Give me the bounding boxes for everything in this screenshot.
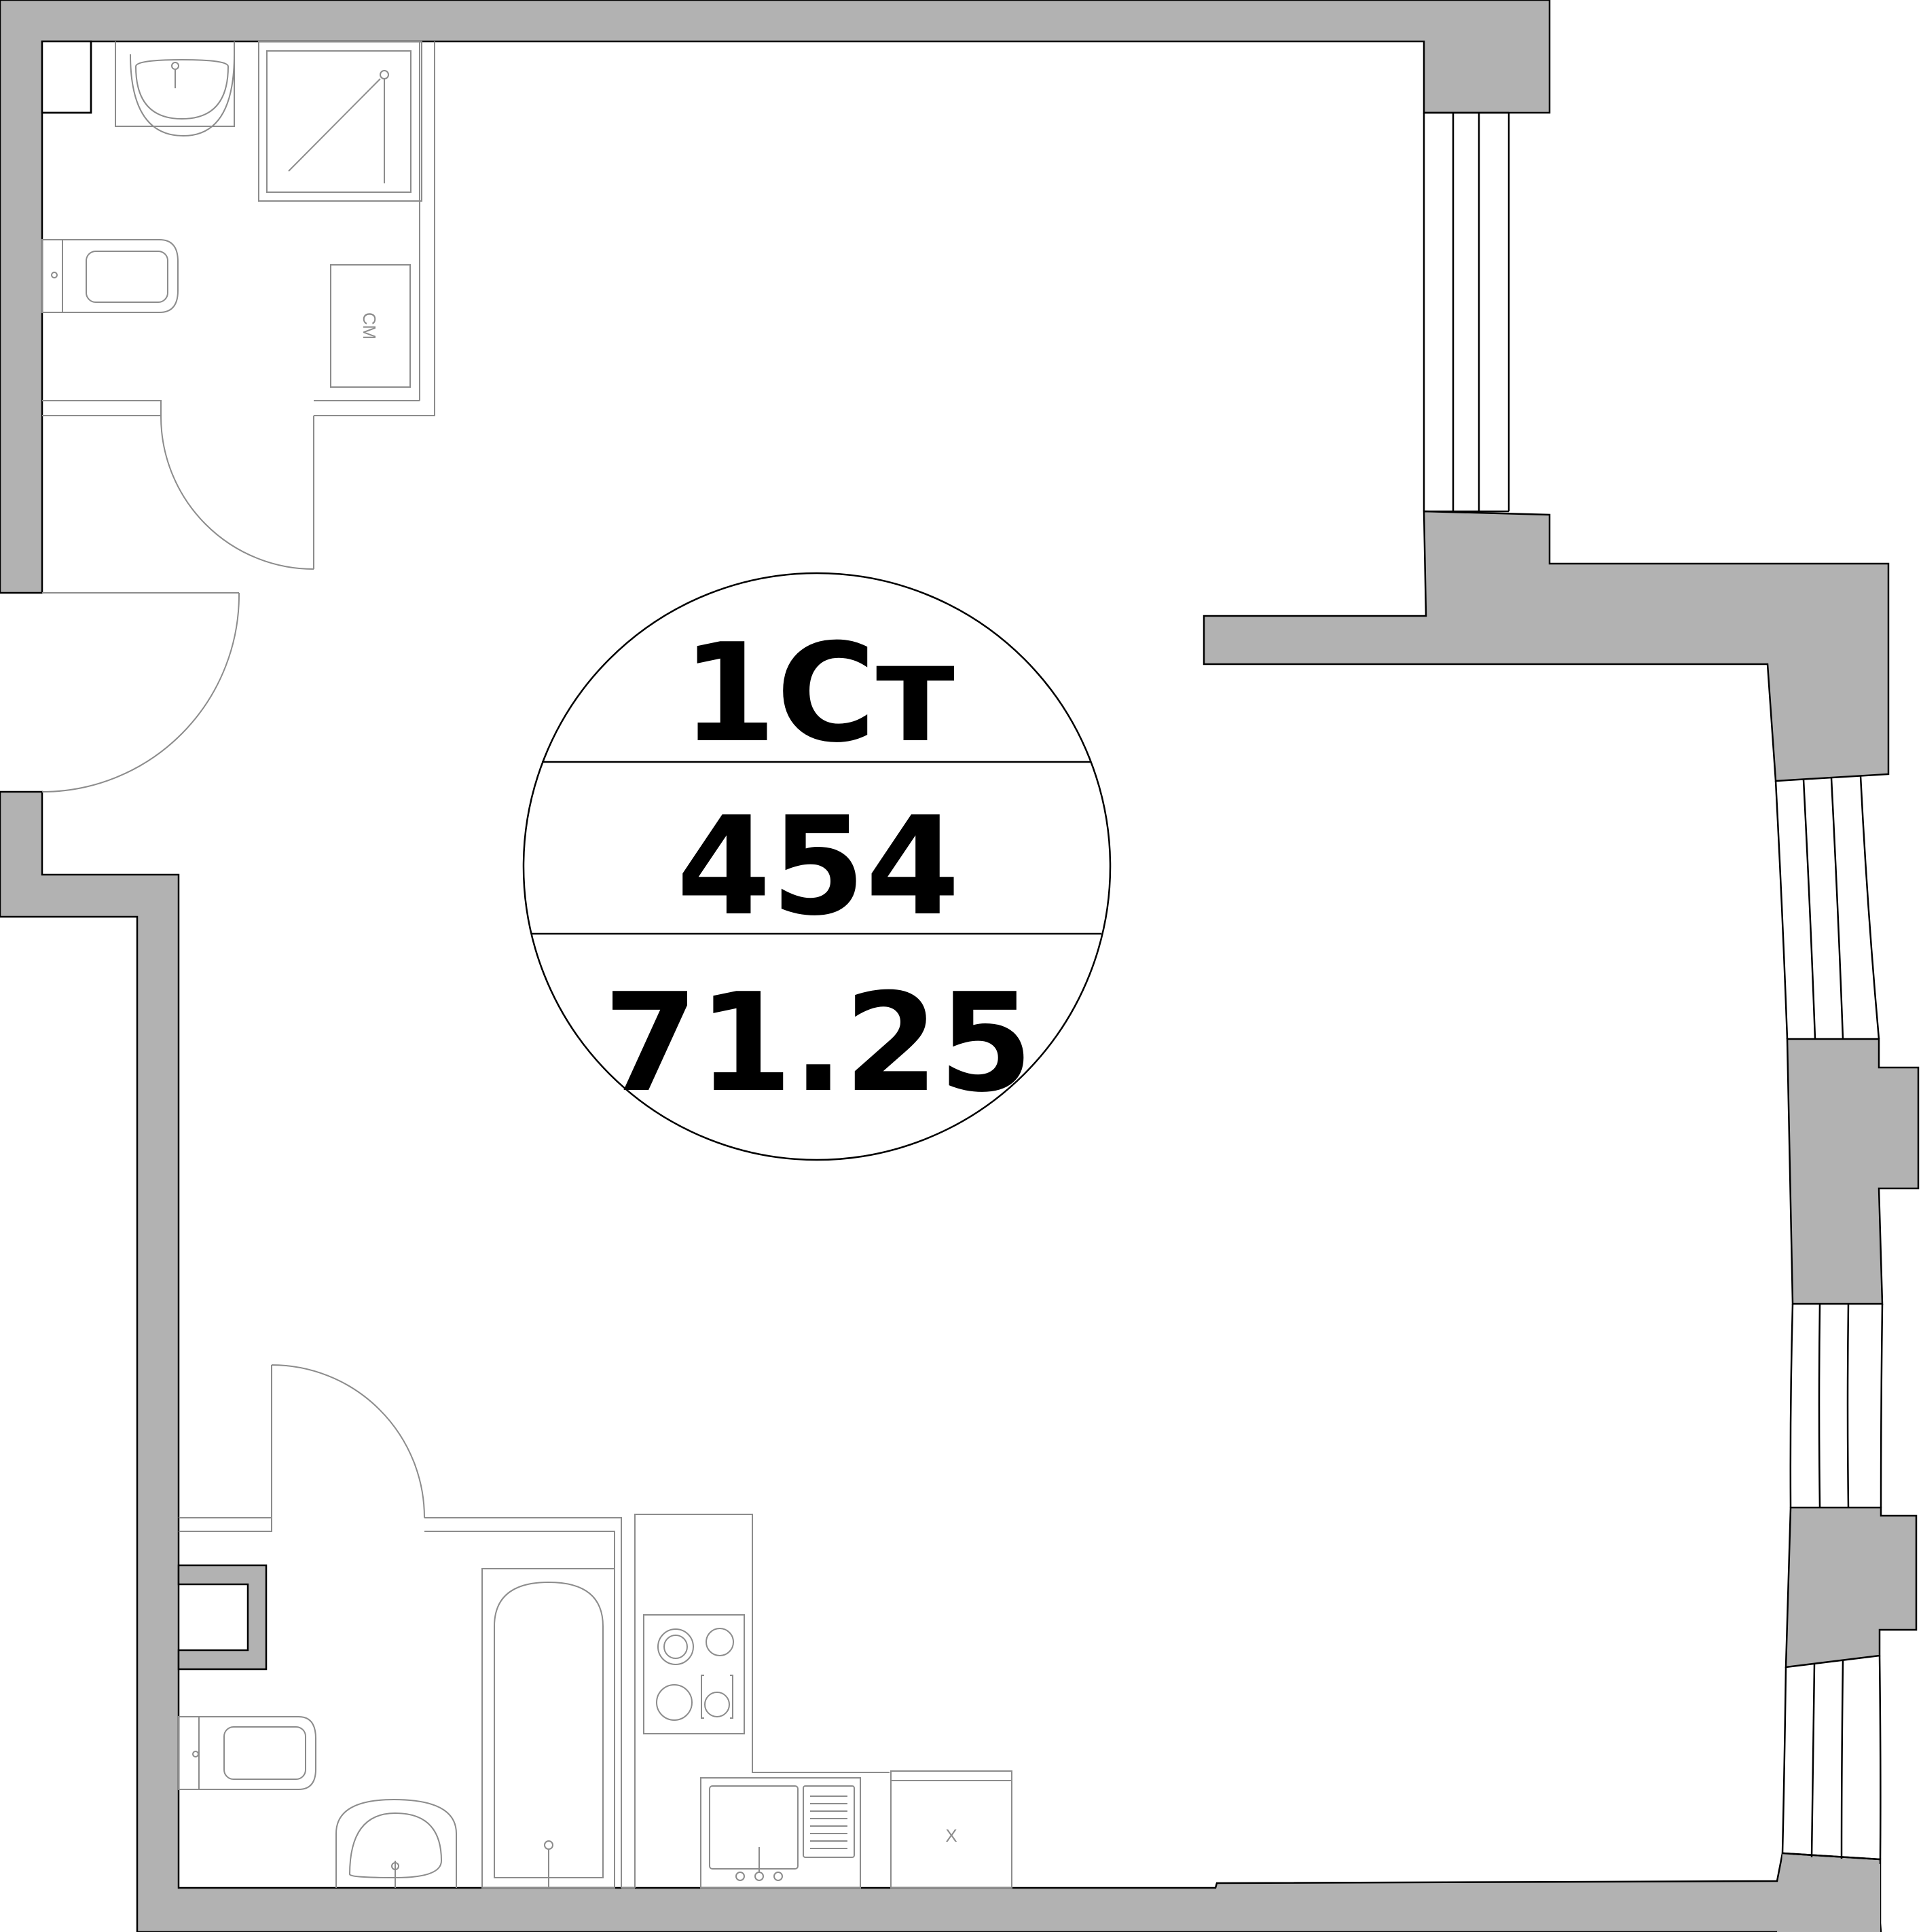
wall-bottom-right	[1777, 1853, 1880, 1932]
wall-right-upper	[1203, 510, 1890, 782]
windows	[1423, 111, 1884, 1861]
bathroom-bottom-door	[271, 1364, 425, 1531]
sink-bottom	[335, 1798, 457, 1888]
wall-top-left	[0, 0, 1551, 594]
wall-right-pier-1	[1786, 1038, 1920, 1305]
kitchen-fixtures: Х	[643, 1614, 1012, 1889]
doors	[41, 415, 425, 1531]
bathtub	[481, 1568, 615, 1889]
window-right-2	[1789, 1303, 1884, 1508]
bottom-bathroom-fixtures	[178, 1568, 615, 1889]
fridge-label: Х	[945, 1825, 957, 1846]
unit-number: 454	[676, 788, 959, 946]
top-bathroom-fixtures: СМ	[41, 41, 422, 388]
fridge: Х	[890, 1770, 1012, 1889]
washing-machine-label: СМ	[359, 312, 380, 340]
cooktop	[643, 1614, 745, 1734]
bathroom-top-door	[160, 415, 314, 570]
unit-area: 71.25	[604, 964, 1033, 1123]
entrance-door	[41, 592, 240, 792]
window-right-1	[1774, 776, 1880, 1040]
shower-cabin	[258, 41, 422, 202]
window-top-right	[1423, 111, 1510, 513]
wall-right-pier-2	[1785, 1506, 1918, 1669]
unit-label: 1Ст 454 71.25	[522, 572, 1112, 1161]
toilet-bottom	[178, 1716, 316, 1790]
wall-bottom-left	[0, 790, 1882, 1932]
shaft-top-left	[41, 40, 92, 114]
kitchen-sink	[700, 1777, 861, 1889]
wall-shaft-bottom-left	[177, 1564, 268, 1671]
window-right-3	[1781, 1655, 1882, 1861]
sink-top	[130, 54, 235, 137]
toilet-top	[41, 239, 179, 313]
unit-label-circle	[522, 572, 1112, 1161]
unit-type: 1Ст	[682, 615, 955, 773]
washing-machine: СМ	[330, 264, 411, 388]
